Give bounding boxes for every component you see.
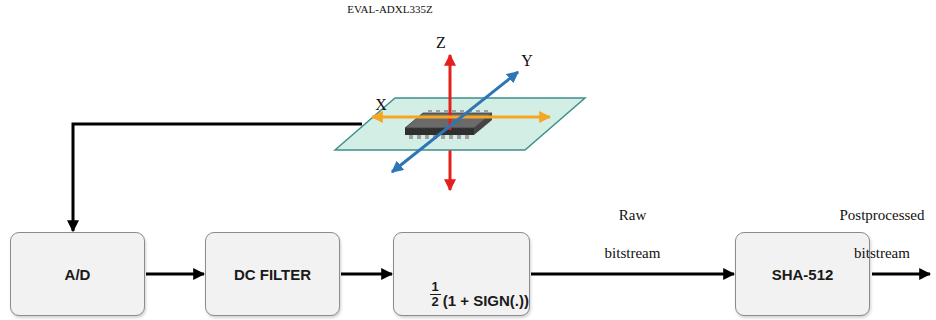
chip-pin [441,135,445,139]
chip-pin [409,135,413,139]
chip-pin [484,110,488,113]
eval-board [335,98,585,150]
flow-arrow [341,273,392,276]
chip-pin [436,110,440,113]
formula-text: (1 + SIGN(.)) [443,292,529,309]
flow-arrow [146,273,204,276]
chip-pin [417,135,421,139]
fraction-term: 2 [430,294,441,309]
box-text: DC FILTER [234,266,311,283]
chip-pin [457,135,461,139]
y-axis [392,72,518,172]
box-text: SHA-512 [772,266,834,283]
converter-box: A/D [10,232,145,316]
board-name: EVAL-ADXL335Z [347,3,432,15]
box-text: A/D [65,266,91,283]
axis-label: Z [436,34,446,52]
output-label: Postprocessed bitstream [834,196,930,272]
output-arrow [872,273,930,276]
hash-box: SHA-512 [735,232,870,316]
chip-pin [428,110,432,113]
edge-label: Raw bitstream [593,196,673,272]
flow-arrow [531,273,734,276]
axis-label: X [375,96,387,114]
sensor-wire [73,124,362,231]
fraction-term: 1 [430,280,441,294]
chip-pin [465,135,469,139]
chip-pin [449,135,453,139]
chip-pin [460,110,464,113]
chip-pin [452,110,456,113]
chip-pin [444,110,448,113]
fraction: 12 [430,280,441,309]
chip-pin [476,110,480,113]
axis-label: Y [521,52,533,70]
sign-box: 12(1 + SIGN(.)) [393,232,530,316]
filter-box: DC FILTER [205,232,340,316]
z-axis [449,55,452,130]
chip-pin [425,135,429,139]
